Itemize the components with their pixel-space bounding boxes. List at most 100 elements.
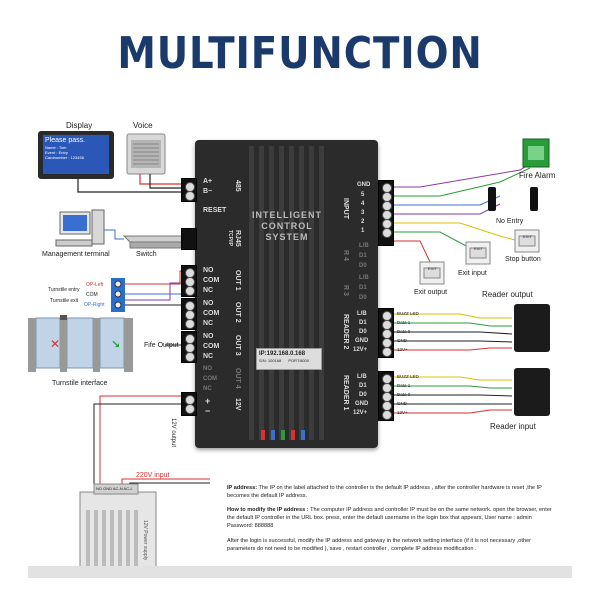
desc-p2-head: How to modify the IP address :: [227, 507, 309, 513]
terminal-b-minus: B−: [203, 188, 213, 195]
label-12v: 12V: [234, 398, 241, 411]
reader-input-label: Reader input: [490, 422, 536, 431]
r4-d1: D1: [359, 253, 367, 259]
r1-12v: 12V+: [353, 410, 368, 416]
input-1: 1: [361, 228, 365, 234]
turnstile-entry-label: Turnstile entry: [48, 287, 80, 293]
controller-board: INTELLIGENT CONTROL SYSTEM A+ B− RESET N…: [195, 140, 378, 448]
exit-input-exit-text: EXIT: [474, 246, 483, 251]
label-r3: R 3: [342, 285, 349, 296]
r2-wire-gnd: GND: [397, 338, 407, 343]
terminal-reset: RESET: [203, 207, 227, 214]
r2-d0: D0: [359, 329, 367, 335]
label-out1: OUT 1: [234, 270, 241, 291]
com-label: COM: [86, 292, 98, 298]
computer-icon: [55, 209, 105, 247]
r1-lb: L/B: [357, 374, 367, 380]
label-tcpip: TCP/IP: [227, 230, 233, 247]
label-input: INPUT: [342, 198, 349, 219]
turnstile-interface-label: Turnstile interface: [52, 380, 108, 387]
stop-button-label: Stop button: [505, 256, 541, 263]
terminal-block-out2: [181, 298, 197, 330]
r1-wire-data1: Data 1: [397, 383, 411, 388]
terminal-block-rj45: [181, 228, 197, 250]
display-label: Display: [66, 121, 93, 130]
controller-center-text: INTELLIGENT CONTROL SYSTEM: [247, 210, 327, 243]
terminal-no3: NO: [203, 333, 214, 340]
r2-d1: D1: [359, 320, 367, 326]
turnstile-gates: ✕ ↘: [28, 315, 133, 372]
switch-label: Switch: [136, 251, 157, 258]
op-right-label: OP-Right: [84, 302, 105, 308]
ip-label-text: IP:192.168.0.168: [259, 351, 306, 357]
fire-alarm-device: [522, 138, 550, 168]
terminal-no1: NO: [203, 267, 214, 274]
reader-output-label: Reader output: [482, 290, 533, 299]
r1-wire-data0: Data 0: [397, 392, 411, 397]
r1-d1: D1: [359, 383, 367, 389]
turnstile-exit-label: Turnstile exit: [50, 298, 79, 304]
r2-wire-buzz: BUZZ LED: [397, 311, 419, 316]
display-line-4: Cardnumber : 123456: [45, 155, 84, 160]
no-entry-sensors: [488, 187, 538, 211]
input-3: 3: [361, 210, 365, 216]
terminal-com2: COM: [203, 310, 220, 317]
label-rj45: RJ45: [234, 230, 241, 247]
reader-output-device: [514, 304, 550, 352]
r4-d0: D0: [359, 263, 367, 269]
reader-input-device: [514, 368, 550, 416]
desc-ip-address: IP address: The IP on the label attached…: [227, 484, 557, 500]
terminal-nc2: NC: [203, 320, 214, 327]
svg-text:↘: ↘: [111, 338, 120, 351]
stop-button-device: [514, 229, 540, 253]
r3-d1: D1: [359, 285, 367, 291]
desc-modify-ip: How to modify the IP address : The compu…: [227, 506, 557, 531]
fire-alarm-label: Fire Alarm: [519, 171, 556, 180]
display-screen: Please pass. Name : Tom Event : Entry Ca…: [45, 137, 109, 160]
page-title: MULTIFUNCTION: [117, 28, 483, 79]
terminal-nc4: NC: [203, 386, 212, 392]
desc-after-login: After the login is successful, modify th…: [227, 537, 557, 553]
terminal-block-reader1: [378, 371, 394, 421]
exit-input-device: [465, 241, 491, 265]
power-supply: [79, 483, 157, 575]
ip-label-sticker: IP:192.168.0.168 S/N: 100168 PORT:8000: [256, 348, 322, 370]
r1-wire-12v: 12V+: [397, 410, 408, 415]
input-2: 2: [361, 219, 365, 225]
label-out2: OUT 2: [234, 302, 241, 323]
r1-d0: D0: [359, 392, 367, 398]
desc-p3-body: After the login is successful, modify th…: [227, 538, 531, 553]
terminal-com3: COM: [203, 343, 220, 350]
exit-input-label: Exit input: [458, 270, 487, 277]
fife-output-label: Fife Output: [144, 342, 179, 349]
power-supply-text: 12V Power supply: [142, 520, 148, 561]
terminal-no2: NO: [203, 300, 214, 307]
r3-d0: D0: [359, 295, 367, 301]
desc-p2-body: The computer IP address and controller I…: [227, 507, 552, 530]
r2-12v: 12V+: [353, 347, 368, 353]
center-line-1: INTELLIGENT: [252, 210, 322, 220]
terminal-block-reader2: [378, 308, 394, 358]
r2-lb: L/B: [357, 311, 367, 317]
display-line-3: Event : Entry: [45, 150, 68, 155]
port-label: PORT:8000: [288, 358, 309, 363]
r1-gnd: GND: [355, 401, 369, 407]
terminal-no4: NO: [203, 366, 212, 372]
r2-gnd: GND: [355, 338, 369, 344]
turnstile-terminal-block: [111, 278, 125, 312]
voice-label: Voice: [133, 121, 153, 130]
voice-speaker: [126, 133, 166, 175]
exit-output-device: [419, 261, 445, 285]
label-out3: OUT 3: [234, 335, 241, 356]
r4-lb: L/B: [359, 243, 369, 249]
label-reader1: READER 1: [342, 375, 349, 411]
stop-exit-text: EXIT: [523, 234, 532, 239]
12v-output-label: 12V output: [170, 418, 176, 448]
terminal-plus: +: [205, 396, 211, 406]
terminal-block-out1: [181, 265, 197, 297]
terminal-com4: COM: [203, 376, 217, 382]
terminal-block-485: [181, 178, 197, 202]
label-r4: R 4: [342, 250, 349, 261]
220v-input-label: 220V input: [136, 472, 170, 479]
power-terminal-labels: NO GND AC-N AC-L: [96, 486, 133, 491]
